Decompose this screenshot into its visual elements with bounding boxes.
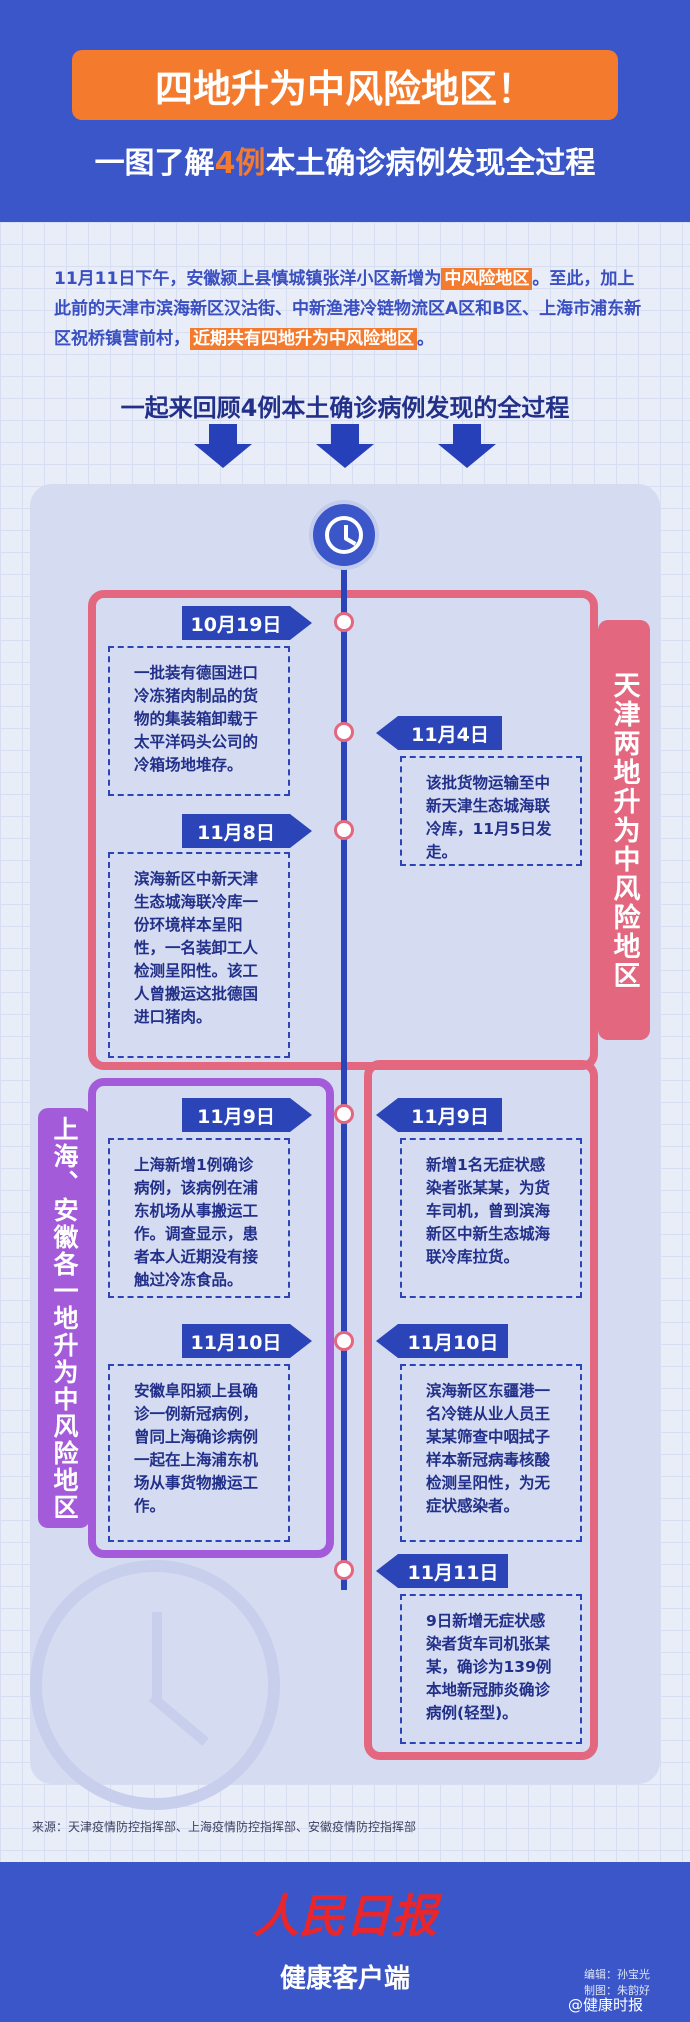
page-subtitle: 一图了解4例本土确诊病例发现全过程 [0,138,690,182]
subtitle-pre: 一图了解 [94,146,215,181]
intro-paragraph: 11月11日下午，安徽颍上县慎城镇张洋小区新增为中风险地区。至此，加上此前的天津… [54,264,644,354]
date-tag: 11月10日 [376,1324,508,1358]
source-note: 来源：天津疫情防控指挥部、上海疫情防控指挥部、安徽疫情防控指挥部 [32,1820,417,1834]
intro-tag-1: 中风险地区 [441,268,533,290]
timeline-line [341,560,347,1590]
timeline-node [334,1560,354,1580]
timeline-node [334,722,354,742]
event-card: 滨海新区东疆港一名冷链从业人员王某某筛查中咽拭子样本新冠病毒核酸检测呈阳性，为无… [400,1364,582,1542]
producer-credit: 制图：朱韵好 [584,1984,650,1997]
date-tag: 11月10日 [182,1324,312,1358]
people-daily-logo: 人民日报 [253,1889,437,1943]
subtitle-highlight: 4例 [214,146,266,181]
page-title: 四地升为中风险地区！ [72,50,618,120]
intro-text-2: 。至此，加上此前的天津市滨海新区汉沽街、中新渔港冷链物流区A区和B区、上海市浦东… [54,269,642,349]
editor-credit: 编辑：孙宝光 [584,1968,650,1981]
date-tag: 10月19日 [182,606,312,640]
date-tag: 11月9日 [182,1098,312,1132]
side-tab-tianjin: 天津两地升为中风险地区 [598,620,650,1040]
weibo-handle: @健康时报 [568,1996,644,2014]
timeline-node [334,820,354,840]
event-card: 该批货物运输至中新天津生态城海联冷库，11月5日发走。 [400,756,582,866]
event-card: 安徽阜阳颍上县确诊一例新冠病例，曾同上海确诊病例一起在上海浦东机场从事货物搬运工… [108,1364,290,1542]
intro-tag-2: 近期共有四地升为中风险地区 [190,328,417,350]
event-card: 新增1名无症状感染者张某某，为货车司机，曾到滨海新区中新生态城海联冷库拉货。 [400,1138,582,1298]
intro-text-3: 。 [417,329,434,349]
clock-watermark-icon [30,1560,280,1810]
brand-name: 健康客户端 [279,1964,410,1994]
section-title: 一起来回顾4例本土确诊病例发现的全过程 [120,394,570,422]
tianjin-frame-lower [364,1060,598,1760]
intro-text-1: 11月11日下午，安徽颍上县慎城镇张洋小区新增为 [54,269,442,289]
timeline-node [334,1104,354,1124]
event-card: 9日新增无症状感染者货车司机张某某，确诊为139例本地新冠肺炎确诊病例(轻型)。 [400,1594,582,1744]
header: 四地升为中风险地区！ 一图了解4例本土确诊病例发现全过程 [0,0,690,222]
date-tag: 11月11日 [376,1554,508,1588]
date-tag: 11月8日 [182,814,312,848]
timeline-node [334,612,354,632]
clock-icon [309,500,379,570]
subtitle-post: 本土确诊病例发现全过程 [265,146,596,181]
footer [0,1862,690,2022]
event-card: 上海新增1例确诊病例，该病例在浦东机场从事搬运工作。调查显示，患者本人近期没有接… [108,1138,290,1298]
event-card: 滨海新区中新天津生态城海联冷库一份环境样本呈阳性，一名装卸工人检测呈阳性。该工人… [108,852,290,1058]
date-tag: 11月9日 [376,1098,502,1132]
event-card: 一批装有德国进口冷冻猪肉制品的货物的集装箱卸载于太平洋码头公司的冷箱场地堆存。 [108,646,290,796]
timeline-node [334,1331,354,1351]
date-tag: 11月4日 [376,716,502,750]
side-tab-shanghai-anhui: 上海、安徽各一地升为中风险地区 [38,1108,90,1528]
shanghai-anhui-frame [88,1078,334,1558]
